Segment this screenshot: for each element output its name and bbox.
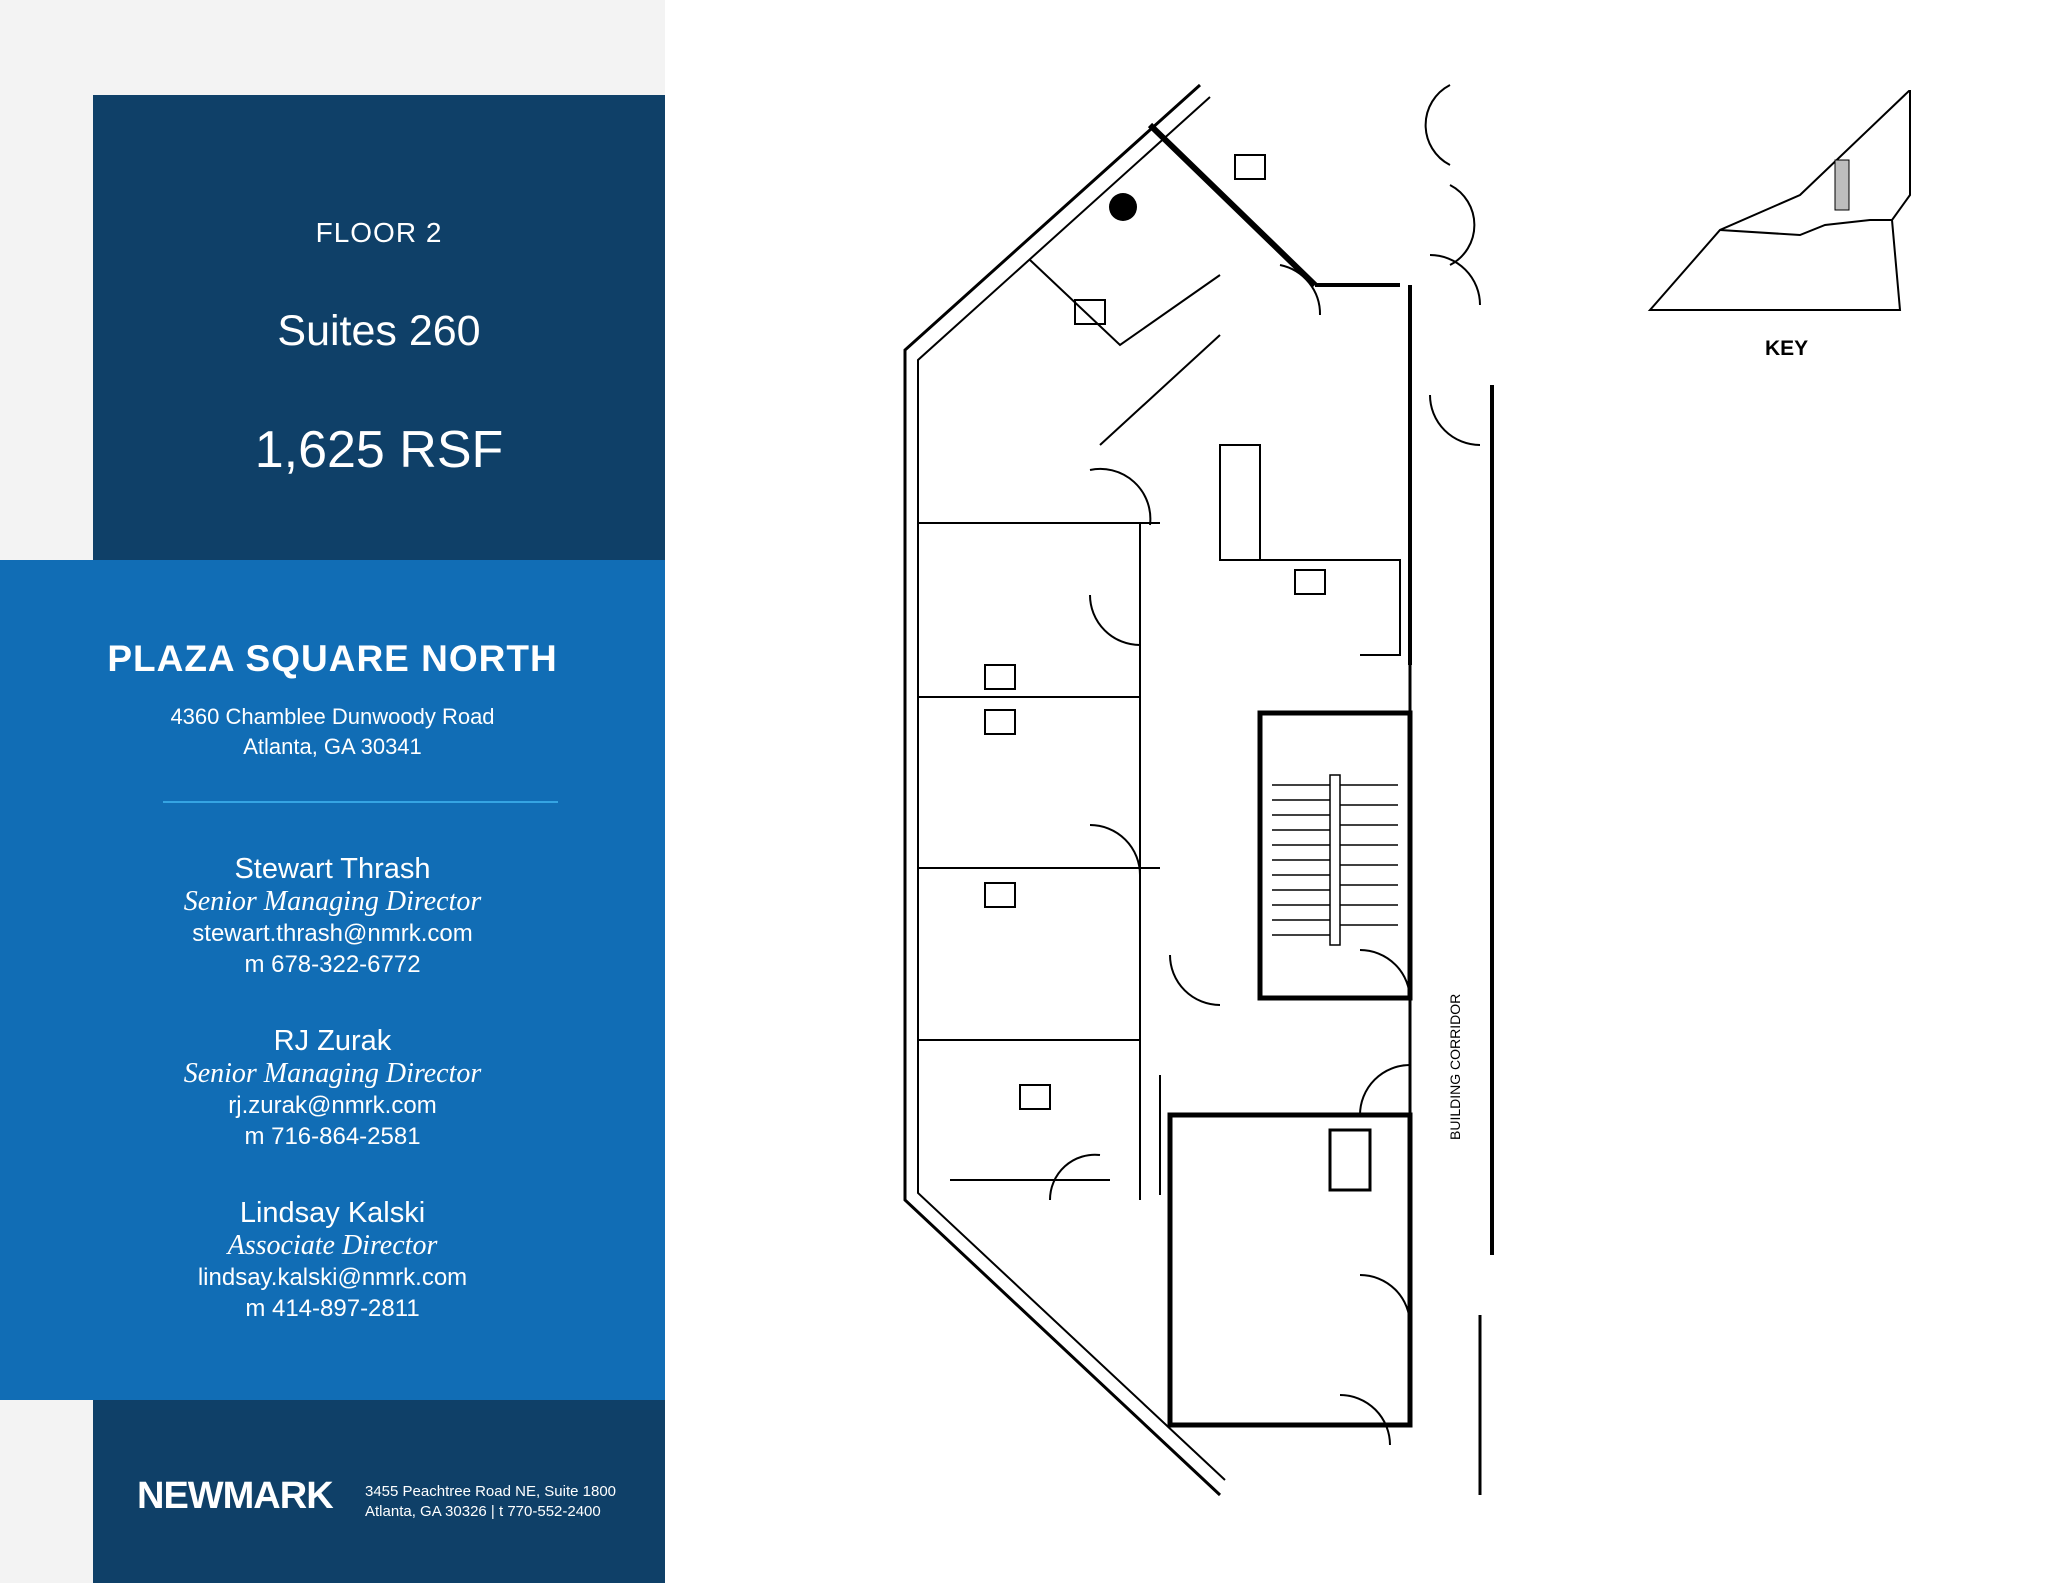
contact-phone[interactable]: m 414-897-2811 <box>245 1295 420 1322</box>
footer-address-line1: 3455 Peachtree Road NE, Suite 1800 <box>365 1483 617 1500</box>
footer-address-line2: Atlanta, GA 30326 | t 770-552-2400 <box>365 1503 601 1520</box>
contact-name: Stewart Thrash <box>234 853 431 885</box>
floor-plan-drawing: BUILDING CORRIDOR <box>903 83 1494 1497</box>
contact-phone[interactable]: m 678-322-6772 <box>244 951 421 978</box>
property-address-line2: Atlanta, GA 30341 <box>243 734 422 759</box>
corridor-label: BUILDING CORRIDOR <box>1447 994 1463 1140</box>
footer-panel: NEWMARK 3455 Peachtree Road NE, Suite 18… <box>93 1400 665 1583</box>
contact-card: Lindsay Kalski Associate Director lindsa… <box>0 1196 665 1324</box>
contact-phone[interactable]: m 716-864-2581 <box>244 1123 421 1150</box>
contact-email-link[interactable]: rj.zurak@nmrk.com <box>228 1092 437 1119</box>
suite-summary-panel: FLOOR 2 Suites 260 1,625 RSF <box>93 95 665 560</box>
rsf-label: 1,625 RSF <box>254 421 504 479</box>
suite-label: Suites 260 <box>277 307 481 355</box>
footer-address: 3455 Peachtree Road NE, Suite 1800 Atlan… <box>365 1482 616 1522</box>
contact-title: Senior Managing Director <box>183 1058 482 1089</box>
property-contacts-panel: PLAZA SQUARE NORTH 4360 Chamblee Dunwood… <box>0 560 665 1400</box>
property-address-line1: 4360 Chamblee Dunwoody Road <box>170 704 495 729</box>
contact-name: Lindsay Kalski <box>239 1197 426 1229</box>
contact-email-link[interactable]: stewart.thrash@nmrk.com <box>192 920 473 947</box>
floor-label: FLOOR 2 <box>315 217 443 248</box>
key-map <box>1647 90 1911 311</box>
divider-line <box>163 801 558 803</box>
key-label: KEY <box>1765 337 1809 360</box>
contact-email-link[interactable]: lindsay.kalski@nmrk.com <box>197 1264 468 1291</box>
contact-title: Senior Managing Director <box>183 886 482 917</box>
contact-card: RJ Zurak Senior Managing Director rj.zur… <box>0 1024 665 1152</box>
contact-name: RJ Zurak <box>273 1025 392 1057</box>
contact-card: Stewart Thrash Senior Managing Director … <box>0 852 665 980</box>
newmark-logo: NEWMARK <box>137 1475 334 1517</box>
contact-title: Associate Director <box>227 1230 438 1261</box>
property-name: PLAZA SQUARE NORTH <box>107 638 558 679</box>
